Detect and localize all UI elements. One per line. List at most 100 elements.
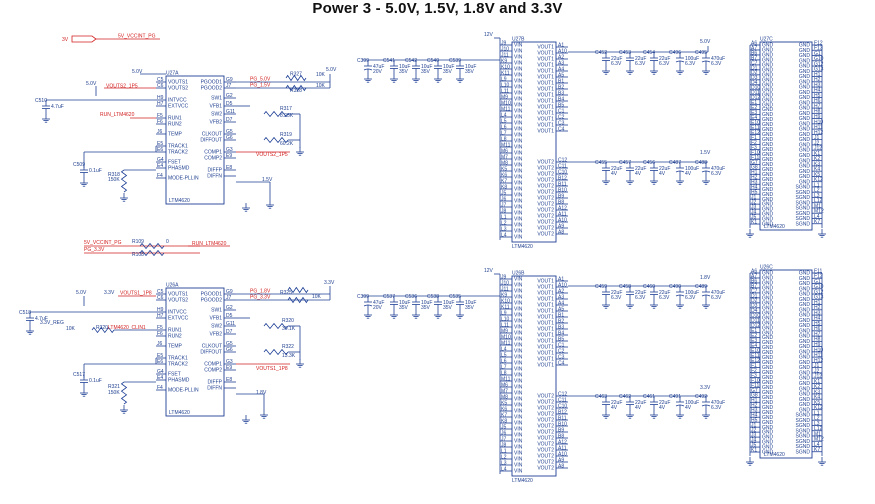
- ic-pin-name: GND: [799, 48, 811, 54]
- ic-pin-number: L12: [814, 426, 823, 432]
- ic-pin-name: GND: [799, 276, 811, 282]
- ic-pin-number: K10: [501, 298, 510, 304]
- ic-pin-name: GND: [799, 153, 811, 159]
- ic-pin-name: VIN: [514, 157, 523, 163]
- ic-pin-number: J10: [501, 280, 509, 286]
- ic-pin-number: J3: [751, 205, 757, 211]
- cap-ref: C487: [669, 160, 681, 166]
- cap-value: 10uF: [421, 300, 432, 306]
- ic-pin-name: GND: [799, 355, 811, 361]
- ic-pin-number: C6: [157, 83, 164, 89]
- ic-pin-name: VOUT1: [537, 57, 554, 63]
- ic-pin-name: SGND: [796, 190, 811, 196]
- ic-pin-name: VIN: [514, 43, 523, 49]
- cap-value: 22uF: [659, 400, 670, 406]
- ic-pin-name: VOUT1: [537, 339, 554, 345]
- resistor-ref: R320: [96, 325, 108, 331]
- ic-pin-name: GND: [762, 48, 774, 54]
- cap-value: 22uF: [635, 166, 646, 172]
- net-label-5v-out: 5.0V: [700, 39, 711, 45]
- cap-voltage: 6.3V: [635, 61, 646, 67]
- cap-ref: C461: [643, 394, 655, 400]
- ic-pin-number: M8: [501, 394, 508, 400]
- ic-pin-name: VIN: [514, 145, 523, 151]
- ic-pin-name: VIN: [514, 361, 523, 367]
- ic-pin-number: G2: [226, 93, 233, 99]
- ic-pin-name: GND: [799, 169, 811, 175]
- cap-value: 22uF: [635, 400, 646, 406]
- ic-pin-name: RUN1: [168, 328, 182, 334]
- ic-pin-name: GND: [762, 43, 774, 49]
- cap-ref: C517: [73, 372, 85, 378]
- ic-body-power: [511, 275, 557, 477]
- ic-pin-number: H6: [814, 98, 821, 104]
- cap-ref: C510: [35, 98, 47, 104]
- cap-ref: C491: [669, 394, 681, 400]
- ic-pin-number: K1: [751, 219, 757, 225]
- ic-pin-name: GND: [762, 295, 774, 301]
- cap-voltage: 4V: [635, 405, 642, 411]
- ic-pin-number: H9: [814, 114, 821, 120]
- net-label-1v8: 1.8V: [256, 390, 267, 396]
- ic-pin-number: E11: [751, 353, 760, 359]
- ic-pin-number: A2: [558, 54, 564, 60]
- ic-pin-number: L5: [501, 352, 507, 358]
- ic-pin-name: GND: [762, 325, 774, 331]
- resistor-ref: R320: [282, 318, 294, 324]
- ic-pin-number: L10: [501, 316, 510, 322]
- ic-pin-number: C3: [558, 354, 565, 360]
- cap-voltage: 35V: [443, 305, 453, 311]
- ic-pin-number: B2: [558, 318, 564, 324]
- cap-value: 22uF: [659, 166, 670, 172]
- ic-pin-number: H5: [814, 321, 821, 327]
- ic-pin-number: K5: [501, 166, 507, 172]
- ic-pin-number: L7: [501, 130, 507, 136]
- cap-value: 22uF: [611, 290, 622, 296]
- ic-pin-number: L1: [501, 448, 507, 454]
- ic-ref: U27A: [166, 71, 179, 77]
- ic-pin-number: F12: [814, 40, 823, 46]
- cap-voltage: 20V: [373, 69, 383, 75]
- ic-pin-name: GND: [762, 340, 774, 346]
- ic-pin-name: GND: [762, 222, 774, 228]
- ic-pin-name: GND: [762, 122, 774, 128]
- ic-pin-name: COMP2: [204, 368, 222, 374]
- ic-pin-name: GND: [799, 179, 811, 185]
- ic-pin-name: VOUT1: [537, 351, 554, 357]
- resistor-symbol: [263, 110, 289, 118]
- ic-pin-name: GND: [762, 330, 774, 336]
- cap-voltage: 6.3V: [635, 295, 646, 301]
- ic-pin-number: H1: [814, 72, 821, 78]
- net-label-vouts2: VOUTS2_1P5: [106, 84, 138, 90]
- ic-pin-number: D12: [751, 323, 760, 329]
- ic-pin-number: B4: [558, 330, 564, 336]
- cap-value: 22uF: [659, 56, 670, 62]
- net-label-run-ltm: RUN_LTM4620: [100, 112, 135, 118]
- ic-pin-number: K4: [814, 167, 820, 173]
- cap-voltage: 4V: [611, 405, 618, 411]
- ic-pin-number: A4: [558, 300, 564, 306]
- ic-pin-name: GND: [762, 370, 774, 376]
- ic-pin-number: L6: [501, 358, 507, 364]
- ic-pin-name: GND: [799, 286, 811, 292]
- ic-pin-name: DIFFOUT: [200, 350, 222, 356]
- ic-pin-number: G4: [157, 157, 164, 163]
- net-label-pg50: PG_5.0V: [250, 77, 271, 83]
- ic-pin-number: B6: [751, 278, 757, 284]
- ic-pin-name: GND: [799, 164, 811, 170]
- ic-pin-name: GND: [762, 271, 774, 277]
- ic-pin-name: GND: [762, 112, 774, 118]
- ic-pin-number: A3: [558, 60, 564, 66]
- ic-pin-number: J2: [751, 200, 757, 206]
- ic-pin-name: TRACK2: [168, 362, 188, 368]
- ic-ref: U26C: [760, 265, 773, 271]
- ic-pin-name: DIFFOUT: [200, 138, 222, 144]
- cap-ref: C541: [383, 58, 395, 64]
- ic-pin-number: K8: [501, 184, 507, 190]
- ic-pin-number: H1: [751, 398, 758, 404]
- ic-pin-name: VOUT2: [537, 412, 554, 418]
- ic-pin-name: CLKOUT: [202, 132, 222, 138]
- ic-pin-name: VOUT1: [537, 333, 554, 339]
- resistor-ref: R322: [282, 344, 294, 350]
- ic-pin-name: VIN: [514, 229, 523, 235]
